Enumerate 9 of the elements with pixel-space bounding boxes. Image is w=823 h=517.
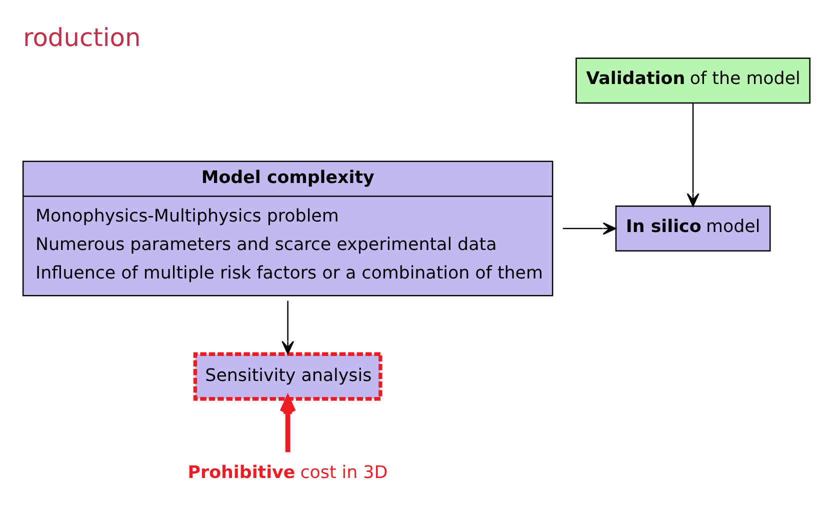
node-box: In silico model — [615, 205, 771, 252]
arrow — [280, 396, 296, 452]
arrow — [686, 102, 700, 206]
node-box: Sensitivity analysis — [193, 352, 382, 400]
arrow — [282, 300, 294, 354]
diagram-title: roduction — [23, 22, 141, 52]
arrow — [562, 222, 616, 234]
node-box: Validation of the model — [576, 57, 810, 104]
node-text: Prohibitive cost in 3D — [188, 462, 388, 483]
